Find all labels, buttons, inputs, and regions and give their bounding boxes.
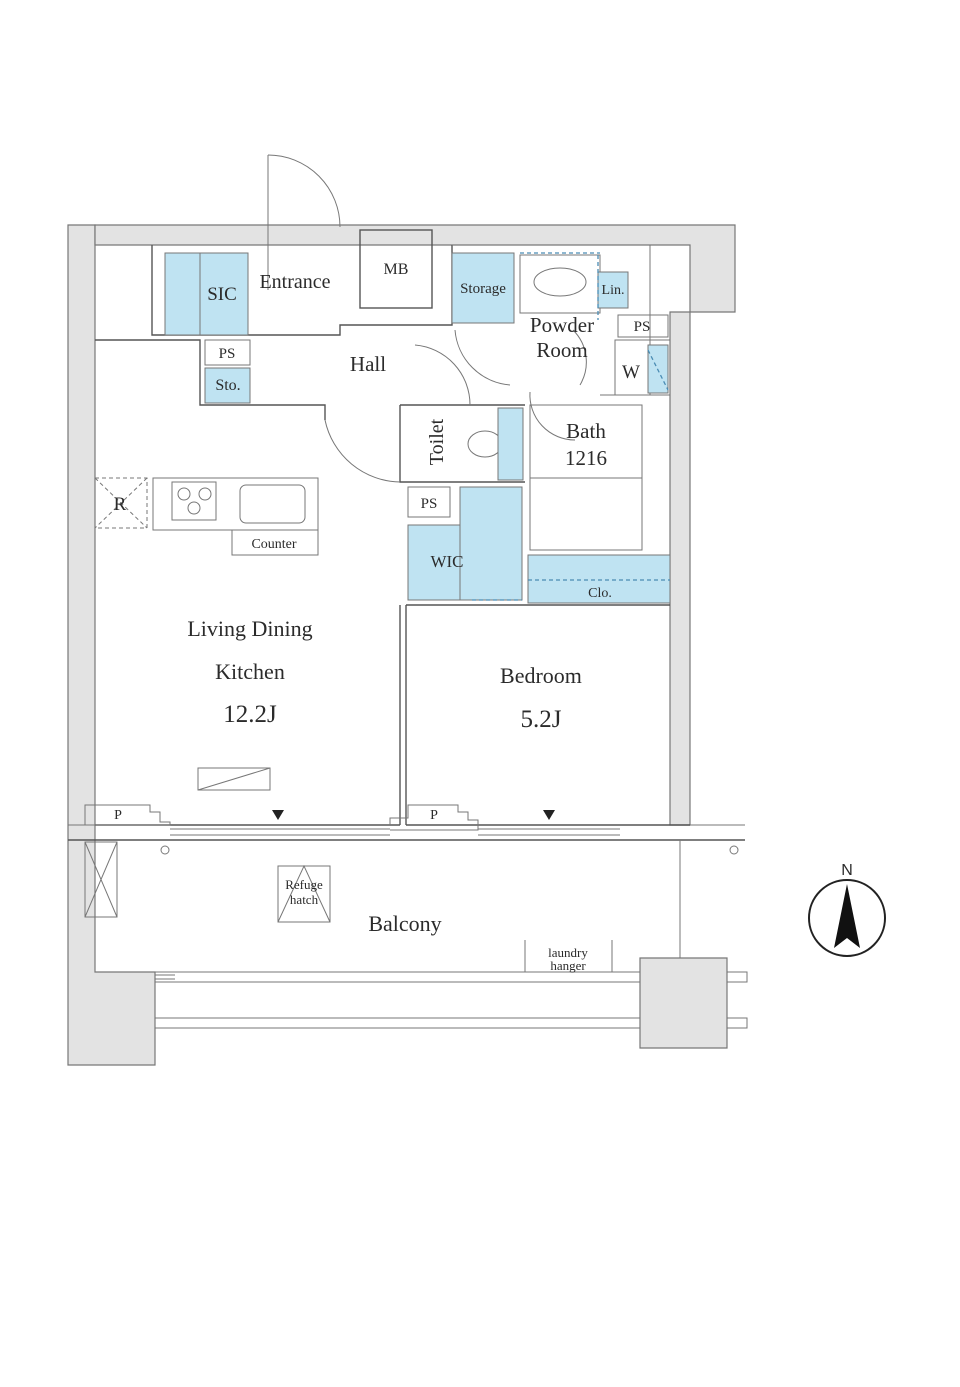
room-labels: SIC Entrance MB Storage Lin. Powder Room… <box>114 261 651 973</box>
storage-area <box>451 252 515 324</box>
wic-label: WIC <box>430 552 463 571</box>
balcony-label: Balcony <box>368 911 441 936</box>
toilet-cabinet <box>497 407 524 481</box>
w-label: W <box>622 362 640 383</box>
north-arrow-icon <box>834 884 860 948</box>
refrigerator <box>94 477 148 529</box>
ldk-size-label: 12.2J <box>223 701 277 728</box>
exterior-walls <box>67 224 748 1066</box>
refuge-hatch-label-1: Refuge <box>285 877 323 892</box>
doors <box>267 154 587 483</box>
ps-mid-label: PS <box>421 496 438 512</box>
p-left-label: P <box>114 808 122 823</box>
laundry-hanger-label-1: laundry <box>548 945 588 960</box>
bedroom-size-label: 5.2J <box>521 706 562 733</box>
north-compass: N <box>808 862 886 957</box>
storage-areas <box>164 252 671 604</box>
wic-area-2 <box>459 486 523 601</box>
clo-area <box>527 554 671 604</box>
bath-label: Bath <box>566 419 606 443</box>
powder-room-label-2: Room <box>536 338 587 362</box>
ldk-label-1: Living Dining <box>187 616 312 641</box>
kitchen-counter <box>152 477 319 531</box>
p-right-label: P <box>430 808 438 823</box>
ps-left-label: PS <box>219 346 236 362</box>
window-marker-ldk <box>272 810 284 820</box>
refuge-hatch-label-2: hatch <box>290 892 319 907</box>
lin-area <box>597 271 629 309</box>
counter-label: Counter <box>251 537 296 552</box>
bedroom-label: Bedroom <box>500 663 582 688</box>
clo-label: Clo. <box>588 586 612 601</box>
entrance-label: Entrance <box>259 271 330 293</box>
laundry-hanger-label-2: hanger <box>550 958 586 973</box>
lin-label: Lin. <box>602 283 625 298</box>
small-boxes <box>84 314 739 972</box>
sic-label: SIC <box>207 284 237 305</box>
sto-area <box>204 367 251 404</box>
mb-label: MB <box>384 261 409 278</box>
refrigerator-label: R <box>114 494 127 515</box>
bath-size-label: 1216 <box>565 446 607 470</box>
sic-shelf <box>164 252 201 336</box>
storage-label: Storage <box>460 281 506 297</box>
sic-area <box>199 252 249 336</box>
ps-top-label: PS <box>634 319 651 335</box>
sto-label: Sto. <box>215 377 240 394</box>
north-label: N <box>841 862 853 879</box>
ldk-label-2: Kitchen <box>215 659 285 684</box>
toilet-label: Toilet <box>426 418 448 465</box>
hall-label: Hall <box>350 352 386 376</box>
window-marker-bedroom <box>543 810 555 820</box>
powder-room-label-1: Powder <box>530 313 594 337</box>
